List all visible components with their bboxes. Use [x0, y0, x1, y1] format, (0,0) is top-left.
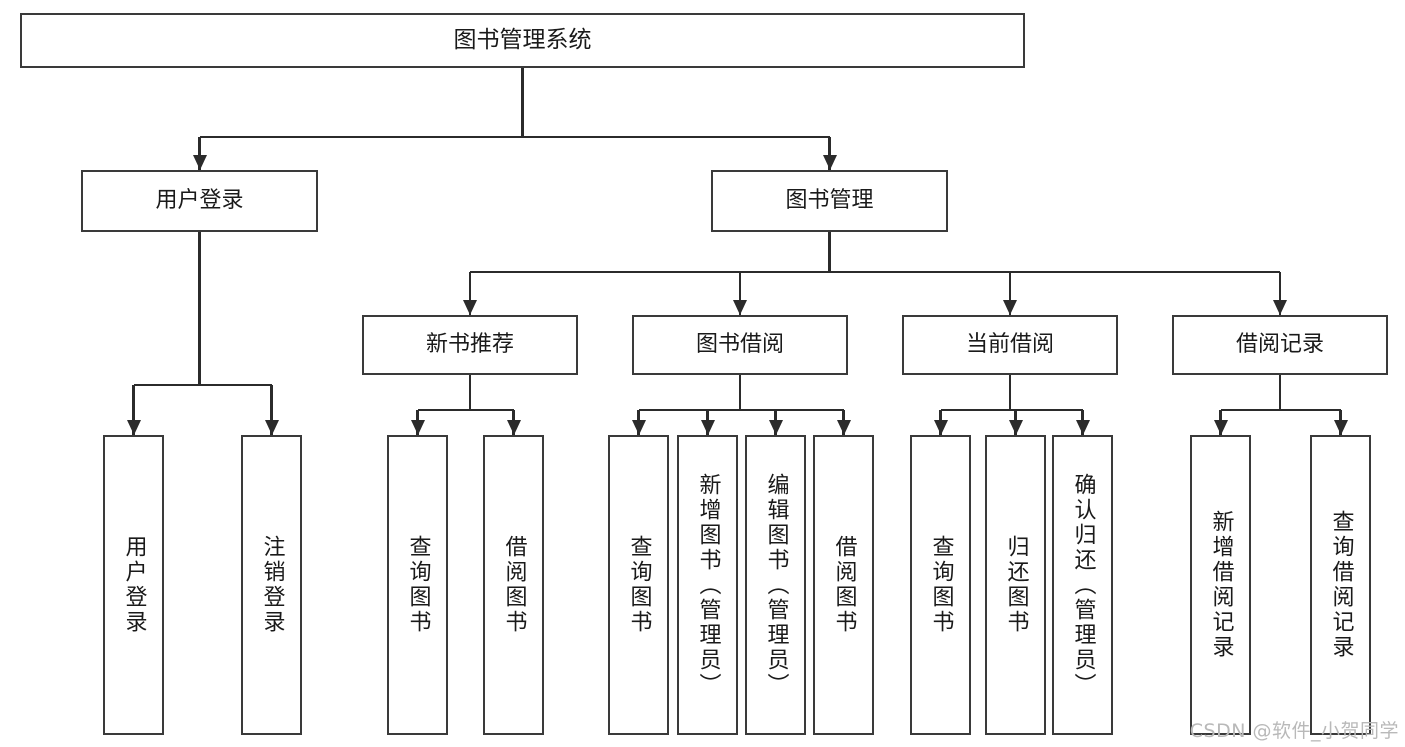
leaf-node-label: 借阅图书 [831, 535, 857, 635]
leaf-node-label: 归还图书 [1003, 535, 1029, 635]
level3-node[interactable]: 图书借阅 [632, 315, 848, 375]
connector-root-stem [521, 68, 524, 137]
arrowhead-icon [506, 420, 521, 435]
leaf-node[interactable]: 新增图书（管理员） [677, 435, 738, 735]
leaf-node-label: 新增借阅记录 [1208, 510, 1234, 660]
connector-lvl3-bus [638, 408, 844, 412]
arrowhead-icon [700, 420, 715, 435]
arrowhead-icon [1003, 300, 1017, 315]
connector-lvl3-stem [738, 375, 742, 410]
leaf-node[interactable]: 查询借阅记录 [1310, 435, 1371, 735]
leaf-node[interactable]: 借阅图书 [813, 435, 874, 735]
leaf-node[interactable]: 借阅图书 [483, 435, 544, 735]
leaf-node[interactable]: 查询图书 [910, 435, 971, 735]
arrowhead-icon [822, 155, 837, 170]
connector-lvl2-drop [738, 272, 742, 315]
leaf-node-label: 确认归还（管理员） [1070, 472, 1096, 698]
leaf-node[interactable]: 新增借阅记录 [1190, 435, 1251, 735]
leaf-node[interactable]: 注销登录 [241, 435, 302, 735]
level3-node-label: 图书借阅 [695, 331, 784, 357]
arrowhead-icon [264, 420, 279, 435]
arrowhead-icon [631, 420, 646, 435]
connector-lvl3-bus [940, 408, 1083, 412]
level3-node-label: 当前借阅 [965, 331, 1054, 357]
connector-login-drop [270, 385, 273, 435]
connector-lvl2-stem [828, 232, 831, 272]
root-node[interactable]: 图书管理系统 [20, 13, 1025, 68]
leaf-node-label: 查询图书 [405, 535, 431, 635]
arrowhead-icon [733, 300, 747, 315]
leaf-node-label: 用户登录 [121, 535, 147, 635]
leaf-node-label: 新增图书（管理员） [695, 472, 721, 698]
leaf-node[interactable]: 查询图书 [608, 435, 669, 735]
leaf-node[interactable]: 确认归还（管理员） [1052, 435, 1113, 735]
connector-lvl2-drop [1008, 272, 1012, 315]
level3-node-label: 新书推荐 [425, 331, 514, 357]
level3-node-label: 借阅记录 [1235, 331, 1324, 357]
arrowhead-icon [463, 300, 477, 315]
leaf-node-label: 借阅图书 [501, 535, 527, 635]
level3-node[interactable]: 新书推荐 [362, 315, 578, 375]
connector-root-bus [199, 135, 830, 139]
leaf-node[interactable]: 用户登录 [103, 435, 164, 735]
arrowhead-icon [1075, 420, 1090, 435]
leaf-node[interactable]: 编辑图书（管理员） [745, 435, 806, 735]
root-node-label: 图书管理系统 [453, 26, 592, 53]
connector-lvl3-stem [1008, 375, 1012, 410]
level2-node-label: 用户登录 [155, 187, 244, 213]
arrowhead-icon [410, 420, 425, 435]
leaf-node-label: 查询图书 [928, 535, 954, 635]
connector-login-stem [198, 232, 201, 385]
arrowhead-icon [1008, 420, 1023, 435]
level3-node[interactable]: 借阅记录 [1172, 315, 1388, 375]
arrowhead-icon [1333, 420, 1348, 435]
connector-lvl2-drop [1278, 272, 1282, 315]
leaf-node[interactable]: 查询图书 [387, 435, 448, 735]
connector-lvl3-bus [417, 408, 514, 412]
leaf-node-label: 查询图书 [626, 535, 652, 635]
connector-lvl2-drop [468, 272, 472, 315]
level3-node[interactable]: 当前借阅 [902, 315, 1118, 375]
connector-lvl3-stem [468, 375, 472, 410]
level2-node[interactable]: 用户登录 [81, 170, 318, 232]
arrowhead-icon [192, 155, 207, 170]
leaf-node-label: 注销登录 [259, 535, 285, 635]
connector-lvl2-bus [470, 270, 1280, 274]
leaf-node[interactable]: 归还图书 [985, 435, 1046, 735]
arrowhead-icon [836, 420, 851, 435]
connector-root-drop [198, 137, 201, 170]
level2-node[interactable]: 图书管理 [711, 170, 948, 232]
connector-login-drop [132, 385, 135, 435]
leaf-node-label: 编辑图书（管理员） [763, 472, 789, 698]
level2-node-label: 图书管理 [785, 187, 874, 213]
leaf-node-label: 查询借阅记录 [1328, 510, 1354, 660]
connector-login-bus [133, 383, 272, 387]
connector-root-drop [828, 137, 831, 170]
connector-lvl3-stem [1278, 375, 1282, 410]
arrowhead-icon [126, 420, 141, 435]
arrowhead-icon [1213, 420, 1228, 435]
arrowhead-icon [1273, 300, 1287, 315]
connector-lvl3-bus [1220, 408, 1341, 412]
arrowhead-icon [933, 420, 948, 435]
arrowhead-icon [768, 420, 783, 435]
